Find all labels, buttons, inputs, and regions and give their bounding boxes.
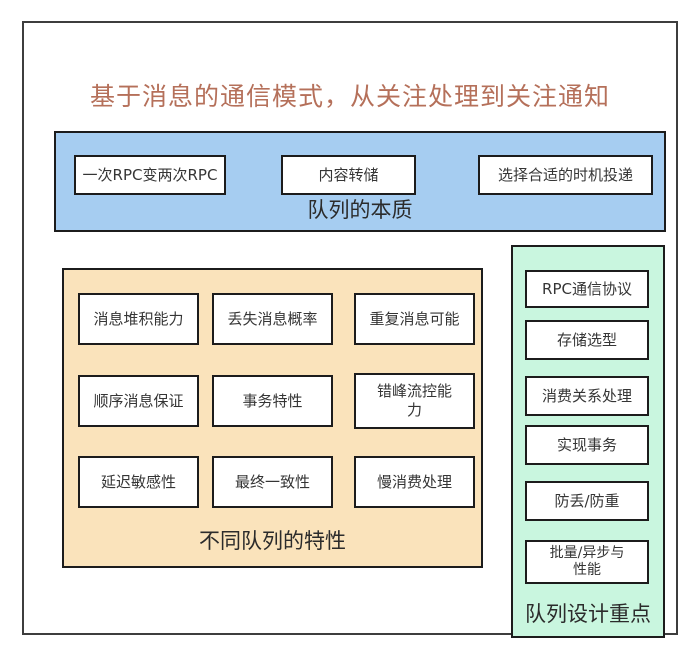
essence-item: 内容转储 xyxy=(281,155,416,195)
essence-item: 选择合适的时机投递 xyxy=(478,155,653,195)
characteristics-panel-label: 不同队列的特性 xyxy=(199,529,346,553)
characteristics-panel: 消息堆积能力 丢失消息概率 重复消息可能 顺序消息保证 事务特性 错峰流控能 力… xyxy=(62,268,483,568)
characteristic-item: 最终一致性 xyxy=(212,456,333,508)
essence-panel-label: 队列的本质 xyxy=(307,198,413,222)
characteristic-item: 错峰流控能 力 xyxy=(354,373,475,429)
design-focus-panel: RPC通信协议 存储选型 消费关系处理 实现事务 防丢/防重 批量/异步与 性能… xyxy=(511,245,665,638)
design-focus-item: 批量/异步与 性能 xyxy=(525,540,649,584)
design-focus-item: 防丢/防重 xyxy=(525,481,649,521)
characteristic-item: 慢消费处理 xyxy=(354,456,475,508)
design-focus-item: 存储选型 xyxy=(525,320,649,360)
design-focus-item: 消费关系处理 xyxy=(525,376,649,416)
design-focus-item: 实现事务 xyxy=(525,425,649,465)
characteristic-item: 事务特性 xyxy=(212,375,333,427)
essence-item: 一次RPC变两次RPC xyxy=(74,155,226,195)
characteristic-item: 丢失消息概率 xyxy=(212,293,333,345)
characteristic-item: 重复消息可能 xyxy=(354,293,475,345)
characteristic-item: 消息堆积能力 xyxy=(78,293,199,345)
characteristic-item: 延迟敏感性 xyxy=(78,456,199,508)
design-focus-panel-label: 队列设计重点 xyxy=(525,602,651,626)
design-focus-item: RPC通信协议 xyxy=(525,270,649,308)
diagram-border: 基于消息的通信模式，从关注处理到关注通知 一次RPC变两次RPC 内容转储 选择… xyxy=(22,21,678,638)
diagram-title: 基于消息的通信模式，从关注处理到关注通知 xyxy=(89,82,610,111)
characteristic-item: 顺序消息保证 xyxy=(78,375,199,427)
essence-panel: 一次RPC变两次RPC 内容转储 选择合适的时机投递 队列的本质 xyxy=(54,131,666,232)
